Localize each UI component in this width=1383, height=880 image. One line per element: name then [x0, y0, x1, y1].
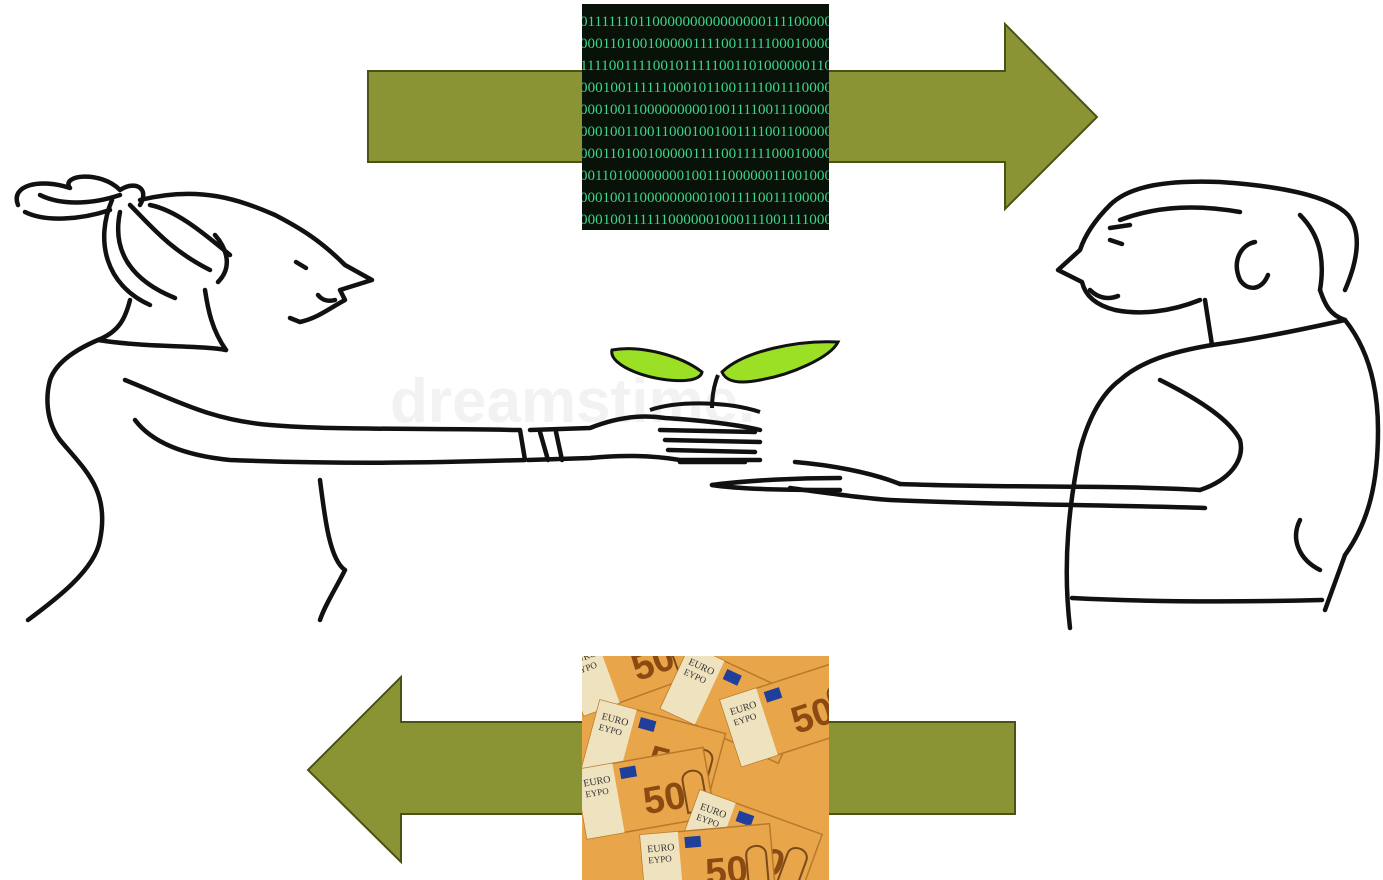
man-figure-icon [709, 179, 1381, 631]
banknote-currency-alt-label: EYPO [585, 785, 610, 799]
binary-code-line: 1111001111001011111001101000000110 [580, 58, 832, 74]
binary-code-line: 0001001111110000001000111001111000 [580, 212, 832, 228]
binary-code-line: 0001001100000000010011110011100000 [580, 102, 832, 118]
binary-code-line: 0001001100110001001001111001100000 [580, 124, 832, 140]
binary-code-line: 0001101001000001111001111100010000 [580, 146, 832, 162]
banknote-denomination: 50 [704, 849, 750, 880]
binary-code-lines: 0111111011000000000000000111100000 000110… [580, 14, 832, 228]
banknote-currency-alt-label: EYPO [648, 853, 673, 865]
binary-code-line: 0001101001000001111001111100010000 [580, 36, 832, 52]
binary-code-line: 0001001111110001011001111001110000 [580, 80, 832, 96]
banknote-denomination: 50 [640, 775, 689, 824]
binary-code-line: 0001001100000000010011110011100000 [580, 190, 832, 206]
plant-sprout-icon [610, 340, 841, 414]
binary-code-line: 0111111011000000000000000111100000 [580, 14, 832, 30]
banknote-currency-label: EURO [647, 842, 675, 855]
banknote-currency-label: EURO [583, 774, 612, 790]
banknote-stack: EUROEYPO50EUROEYPO50EUROEYPO50EUROEYPO50… [582, 656, 829, 880]
euro-banknotes-panel: EUROEYPO50EUROEYPO50EUROEYPO50EUROEYPO50… [582, 656, 829, 880]
binary-code-line: 0011010000000010011100000011001000 [580, 168, 832, 184]
woman-figure-icon [14, 174, 763, 623]
binary-data-panel: 0111111011000000000000000111100000 000110… [580, 4, 832, 230]
